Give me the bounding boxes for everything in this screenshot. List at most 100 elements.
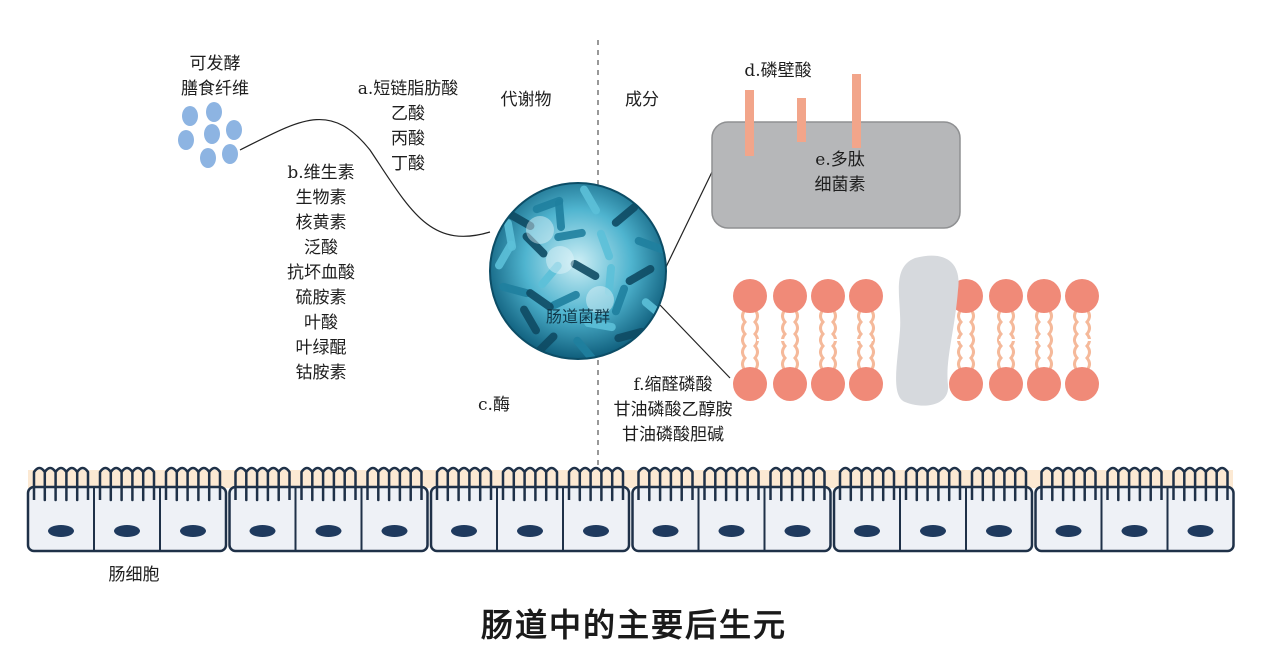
lipid-tail — [819, 309, 825, 371]
lipid-head — [1065, 367, 1099, 401]
scfa-label: a.短链脂肪酸 乙酸 丙酸 丁酸 — [345, 77, 471, 177]
microvilli — [769, 466, 826, 502]
scfa-label-line: 丁酸 — [391, 154, 425, 174]
cell-nucleus — [920, 525, 946, 537]
microvilli — [567, 466, 625, 502]
gut-microbiota-label: 肠道菌群 — [545, 307, 610, 326]
teichoic-acid-rod — [745, 90, 754, 156]
lipid-head — [733, 367, 767, 401]
lipid-head — [949, 367, 983, 401]
vitamins-label-line: 硫胺素 — [295, 288, 347, 308]
enterocytes-label: 肠细胞 — [108, 565, 160, 585]
lipid-tail — [969, 309, 975, 371]
microvilli — [32, 466, 90, 502]
scfa-label-line: 丙酸 — [391, 129, 425, 149]
microbe-rod — [520, 305, 540, 335]
microbe-highlight — [526, 216, 554, 244]
fiber-dot — [200, 148, 216, 168]
teichoic-acid-label: d.磷壁酸 — [744, 61, 812, 81]
fiber-dots — [178, 102, 242, 168]
lipid-head — [1027, 279, 1061, 313]
cell-nucleus — [986, 525, 1012, 537]
microbe-rod — [554, 228, 586, 242]
cell-wall-block — [711, 74, 961, 229]
microbe-rod — [573, 336, 597, 359]
lipid-tail — [793, 309, 799, 371]
microbe-rod — [526, 289, 554, 311]
microvilli — [1106, 466, 1163, 502]
peptide-label-line: 细菌素 — [814, 175, 866, 195]
lipid-head — [1027, 367, 1061, 401]
enterocyte-block — [26, 485, 228, 553]
vitamins-label-line: 抗坏血酸 — [287, 263, 355, 283]
microvilli — [904, 466, 962, 502]
lipid-tail — [1047, 309, 1053, 371]
figure-title: 肠道中的主要后生元 — [480, 606, 787, 644]
microbe-rod — [625, 265, 655, 285]
scfa-label-line: 乙酸 — [391, 104, 425, 124]
fiber-label-line: 膳食纤维 — [181, 79, 249, 99]
teichoic-acid-rod — [852, 74, 861, 148]
phospholipid-label-line: f.缩醛磷酸 — [633, 375, 713, 395]
cell-nucleus — [1121, 525, 1148, 537]
vitamins-label-line: b.维生素 — [287, 163, 355, 183]
microbe-rod — [611, 203, 639, 227]
microvilli — [435, 466, 493, 502]
cell-nucleus — [114, 525, 140, 537]
lipid-head — [733, 279, 767, 313]
microbe-rod — [580, 185, 600, 215]
microvilli — [300, 466, 357, 502]
vitamins-label-line: 核黄素 — [295, 213, 347, 233]
microbe-rod — [611, 284, 629, 316]
cell-nucleus — [1055, 525, 1082, 537]
lipid-bilayer — [733, 279, 1100, 401]
mucus-layer — [28, 470, 1233, 488]
enterocyte-block — [429, 485, 631, 553]
microbe-rod — [584, 318, 616, 332]
cell-nucleus — [249, 525, 276, 537]
vitamins-label-line: 泛酸 — [304, 238, 338, 258]
gut-microbiota-circle — [489, 182, 667, 360]
enterocyte-block — [1034, 485, 1235, 553]
cell-nucleus — [784, 525, 811, 537]
microbe-rod — [522, 232, 548, 258]
microvilli — [164, 466, 222, 502]
lipid-tail — [997, 309, 1003, 371]
lipid-head — [811, 279, 845, 313]
enterocyte-block — [228, 485, 429, 553]
lipid-tail — [869, 309, 875, 371]
microbe-rod — [550, 290, 580, 310]
vitamins-label: b.维生素 生物素 核黄素 泛酸 抗坏血酸 硫胺素 叶酸 叶绿醌 钴胺素 — [266, 161, 376, 386]
fiber-dot — [222, 144, 238, 164]
lipid-tail — [741, 309, 747, 371]
lipid-tail — [1073, 309, 1079, 371]
vitamins-label-line: 钴胺素 — [295, 363, 347, 383]
enzyme-label: c.酶 — [478, 395, 510, 415]
microbe-rod — [538, 261, 562, 289]
metabolites-header: 代谢物 — [500, 90, 552, 110]
fiber-dot — [182, 106, 198, 126]
fiber-connector-curve — [239, 119, 491, 237]
vitamins-label-line: 生物素 — [295, 188, 347, 208]
microbe-rod — [554, 199, 566, 231]
lipid-head — [811, 367, 845, 401]
microvilli — [1040, 466, 1097, 502]
microbe-rod — [505, 210, 535, 230]
teichoic-acid-rod — [797, 98, 806, 142]
lipid-head — [989, 279, 1023, 313]
fiber-dot — [178, 130, 194, 150]
microbe-rod — [503, 219, 517, 251]
microbe-rod — [614, 327, 646, 343]
components-header: 成分 — [625, 90, 659, 110]
lipid-head — [849, 279, 883, 313]
cell-nucleus — [583, 525, 609, 537]
peptide-label-line: e.多肽 — [815, 150, 865, 170]
vitamins-label-line: 叶酸 — [304, 313, 338, 333]
microbe-rod — [596, 229, 614, 261]
microbe-rod — [634, 236, 666, 254]
peptide-label: e.多肽 细菌素 — [795, 148, 885, 198]
microbe-highlight — [546, 246, 574, 274]
microbe-highlight — [586, 286, 614, 314]
microvilli — [366, 466, 423, 502]
